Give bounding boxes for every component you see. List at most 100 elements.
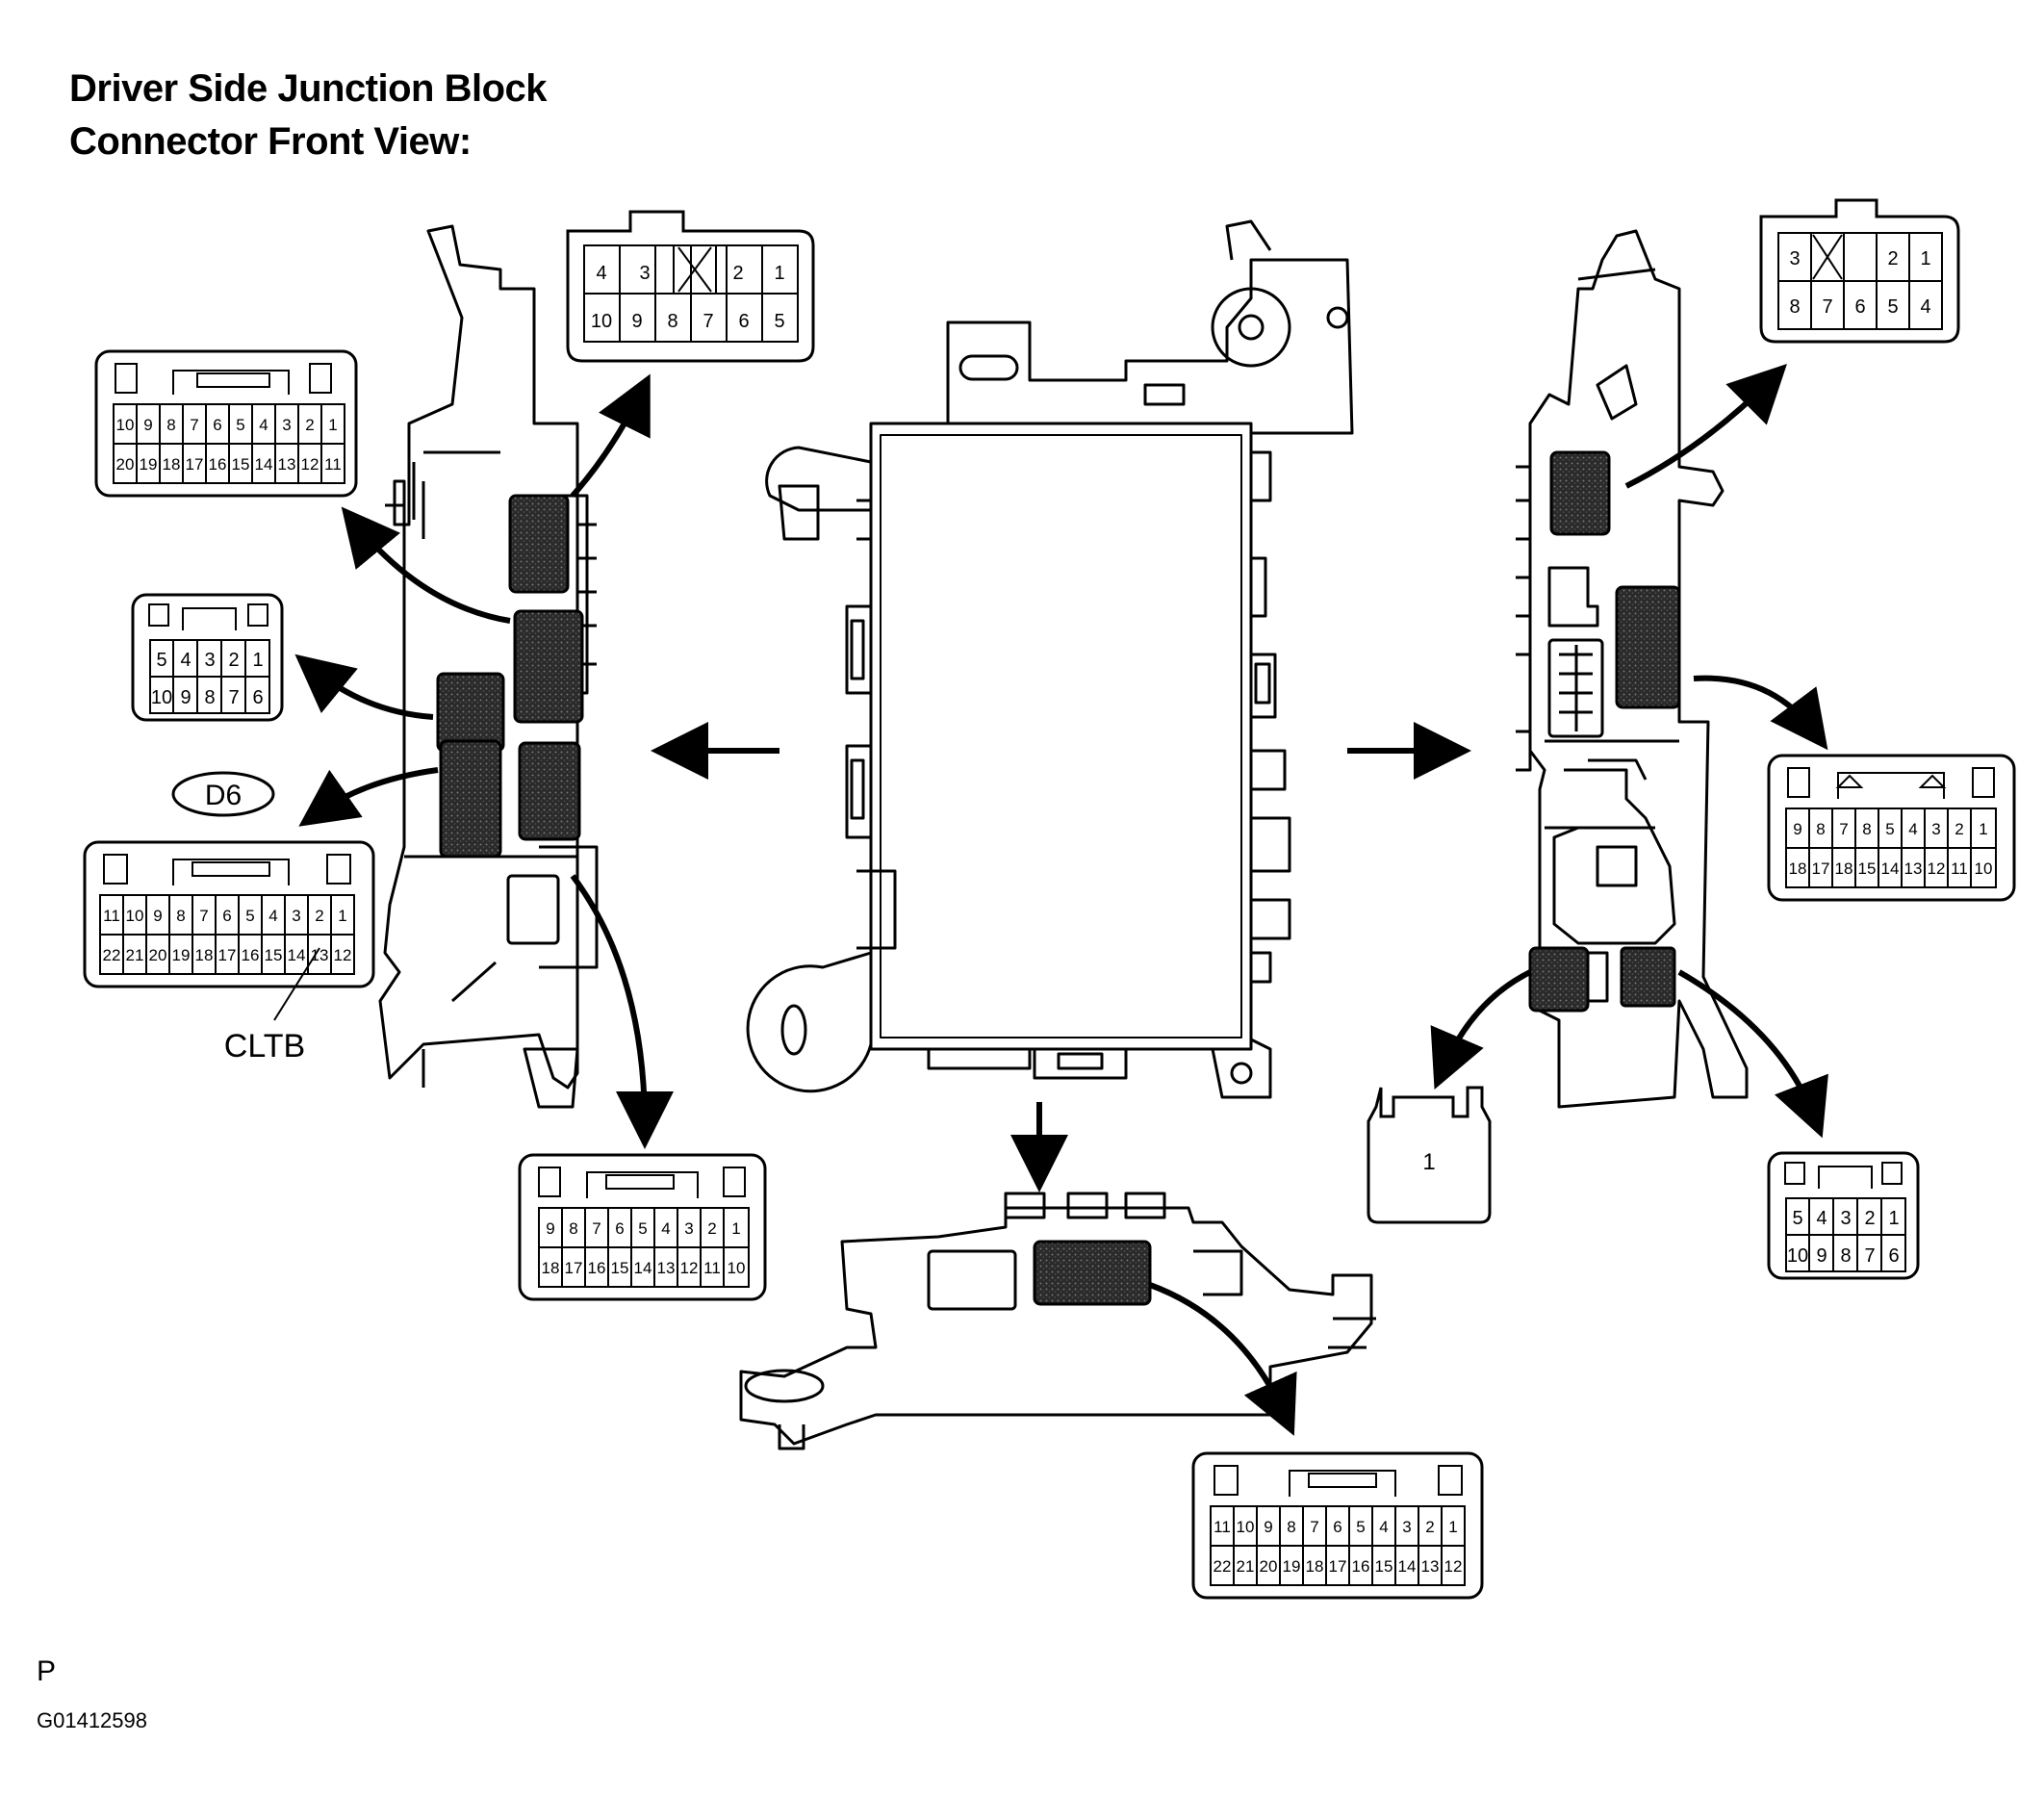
connector-left-20pin: 10 9 8 7 6 5 4 3 2 1 20 19 18 17 16 15 1… [94,349,358,498]
pin-label: 7 [199,907,208,925]
pin-label: 16 [209,455,227,474]
pin-label: 10 [591,311,612,332]
pin-label: 6 [615,1219,624,1238]
cltb-label: CLTB [224,1028,305,1064]
arrow-left-20pin [341,506,511,624]
pin-label: 6 [738,311,749,332]
pin-label: 13 [657,1259,676,1277]
pin-label: 12 [1928,859,1946,878]
hatched-connector-bottom [1033,1240,1152,1306]
pin-label: 14 [255,455,273,474]
pin-label: 1 [1979,820,1987,838]
pin-label: 1 [731,1219,740,1238]
pin-label: 10 [1787,1245,1808,1267]
pin-label: 5 [774,311,784,332]
pin-label: 1 [1448,1518,1457,1536]
pin-label: 14 [634,1259,652,1277]
arrow-lower-left [570,874,674,1149]
arrow-left-10pin [294,654,434,720]
connector-right-10pin: 5 4 3 2 1 10 9 8 7 6 [1767,1151,1920,1280]
pin-label: 7 [190,416,198,434]
pin-label: 4 [661,1219,670,1238]
pin-label: 7 [1310,1518,1318,1536]
junction-block-bottom-view [739,1192,1376,1450]
pin-label: 7 [228,687,239,708]
pin-label: 15 [1375,1557,1393,1576]
pin-label: 21 [126,946,144,964]
hatched-connector-left-4 [439,739,502,859]
pin-label: 1 [252,650,263,671]
pin-label: 10 [151,687,172,708]
pin-label: 8 [1816,820,1825,838]
figure-code: G01412598 [37,1708,147,1732]
pin-label: 9 [1793,820,1801,838]
pin-label: 5 [156,650,166,671]
small-connector-bottom [927,1249,1017,1311]
pin-label: 20 [1260,1557,1278,1576]
pin-label: 9 [180,687,191,708]
pin-label: 19 [1283,1557,1301,1576]
pin-label: 2 [1955,820,1963,838]
pin-label: 10 [1237,1518,1255,1536]
hatched-connector-right-4 [1620,946,1676,1008]
page-letter: P [37,1655,57,1687]
pin-label: 17 [1812,859,1830,878]
pin-label: 2 [305,416,314,434]
pin-label: 13 [1904,859,1923,878]
pin-label: 18 [195,946,214,964]
pin-label: 8 [1862,820,1871,838]
pin-label: 13 [278,455,296,474]
pin-label: 5 [236,416,244,434]
pin-label: 8 [166,416,175,434]
pin-label: 11 [1214,1518,1231,1536]
pin-label: 14 [1398,1557,1417,1576]
connector-right-18pin: 9 8 7 8 5 4 3 2 1 18 17 18 15 14 13 12 1… [1767,754,2016,902]
pin-label: 12 [1444,1557,1463,1576]
d6-label-oval [171,771,275,817]
pin-label: 12 [301,455,319,474]
pin-label: 12 [334,946,352,964]
pin-label: 17 [565,1259,583,1277]
arrow-right-18pin [1693,675,1828,751]
hatched-connector-right-2 [1615,585,1681,709]
pin-label: 4 [1816,1208,1827,1229]
pin-label: 15 [1858,859,1877,878]
pin-label: 17 [1329,1557,1347,1576]
pin-label: 16 [1352,1557,1370,1576]
connector-d6-22pin: 11 10 9 8 7 6 5 4 3 2 1 22 21 20 19 18 1… [83,840,375,988]
pin-label: 5 [1887,296,1898,318]
arrow-top-left [570,373,651,498]
pin-label: 4 [1379,1518,1388,1536]
pin-label: 3 [1840,1208,1851,1229]
pin-label: 3 [204,650,215,671]
connector-bottom-22pin: 11 10 9 8 7 6 5 4 3 2 1 22 21 20 19 18 1… [1191,1451,1484,1600]
pin-label: 19 [140,455,158,474]
hatched-connector-left-3 [436,672,505,753]
pin-label: 3 [684,1219,693,1238]
pin-label: 3 [1789,248,1800,269]
connector-lower-left-18pin: 9 8 7 6 5 4 3 2 1 18 17 16 15 14 13 12 1… [518,1153,767,1301]
pin-label: 20 [149,946,167,964]
pin-label: 3 [282,416,291,434]
pin-label: 16 [242,946,260,964]
pin-label: 21 [1237,1557,1255,1576]
pin-label: 7 [1839,820,1848,838]
small-connector-left [506,874,560,945]
connector-left-10pin: 5 4 3 2 1 10 9 8 7 6 [131,593,284,722]
pin-label: 11 [1951,859,1968,878]
pin-label: 3 [1931,820,1940,838]
diagram-title-line2: Connector Front View: [69,120,472,163]
pin-label: 6 [1888,1245,1899,1267]
arrow-bottom [1148,1282,1297,1436]
pin-label: 11 [324,455,342,474]
pin-label: 2 [1425,1518,1434,1536]
pin-label: 10 [728,1259,746,1277]
pin-label: 11 [703,1259,721,1277]
pin-label: 22 [1214,1557,1232,1576]
pin-label: 11 [103,907,120,925]
connector-top-right-8pin: 3 2 1 8 7 6 5 4 [1759,198,1960,344]
pin-label: 18 [542,1259,560,1277]
cltb-leader-line [273,947,320,1021]
connector-top-left-10pin: 4 3 2 1 10 9 8 7 6 5 [566,210,815,363]
pin-label: 6 [1854,296,1865,318]
